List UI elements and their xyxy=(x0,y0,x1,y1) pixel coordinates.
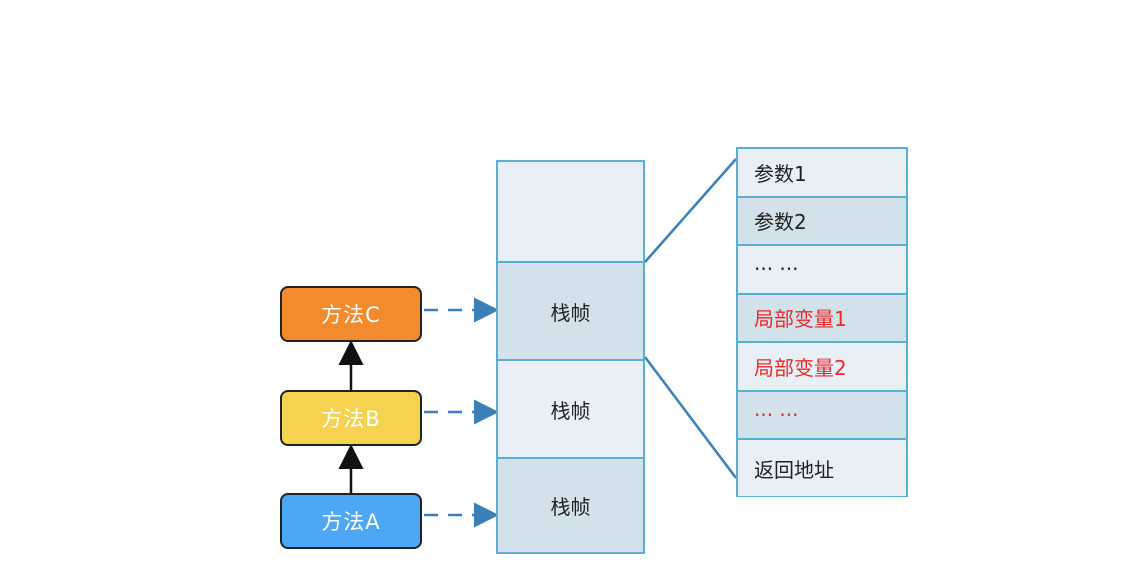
frame-detail-row-return-address: 返回地址 xyxy=(738,440,906,496)
stack-frame-label: 栈帧 xyxy=(550,398,591,423)
method-a-label: 方法A xyxy=(321,510,381,534)
frame-detail: 参数1 参数2 ··· ··· 局部变量1 局部变量2 ··· ··· 返回地址 xyxy=(736,147,908,497)
frame-detail-row-local-1: 局部变量1 xyxy=(738,294,906,343)
stack-frame-b: 栈帧 xyxy=(498,359,643,457)
stack-frame-a: 栈帧 xyxy=(498,457,643,552)
stack-frame-label: 栈帧 xyxy=(550,495,591,519)
method-a-box: 方法A xyxy=(280,493,422,549)
frame-detail-row-param-2: 参数2 xyxy=(738,197,906,246)
local-var-1-label: 局部变量1 xyxy=(754,307,847,332)
param-2-label: 参数2 xyxy=(754,210,807,235)
stack-frame-c: 栈帧 xyxy=(498,261,643,359)
frame-detail-row-param-1: 参数1 xyxy=(738,149,906,198)
frame-detail-row-param-ellipsis: ··· ··· xyxy=(738,246,906,295)
method-b-label: 方法B xyxy=(321,407,381,431)
method-c-box: 方法C xyxy=(280,286,422,342)
stack-empty-slot xyxy=(498,162,643,261)
local-var-2-label: 局部变量2 xyxy=(754,355,847,380)
expand-line-top xyxy=(644,158,737,263)
param-1-label: 参数1 xyxy=(754,161,807,186)
frame-detail-row-local-ellipsis: ··· ··· xyxy=(738,391,906,440)
expand-line-bottom xyxy=(644,356,737,479)
return-address-label: 返回地址 xyxy=(754,457,834,482)
method-b-box: 方法B xyxy=(280,390,422,446)
param-ellipsis-label: ··· ··· xyxy=(754,257,799,282)
stack-frame-label: 栈帧 xyxy=(550,300,591,325)
local-ellipsis-label: ··· ··· xyxy=(754,402,799,427)
frame-detail-row-local-2: 局部变量2 xyxy=(738,343,906,392)
call-stack: 栈帧 栈帧 栈帧 xyxy=(496,160,645,554)
method-c-label: 方法C xyxy=(321,303,381,327)
